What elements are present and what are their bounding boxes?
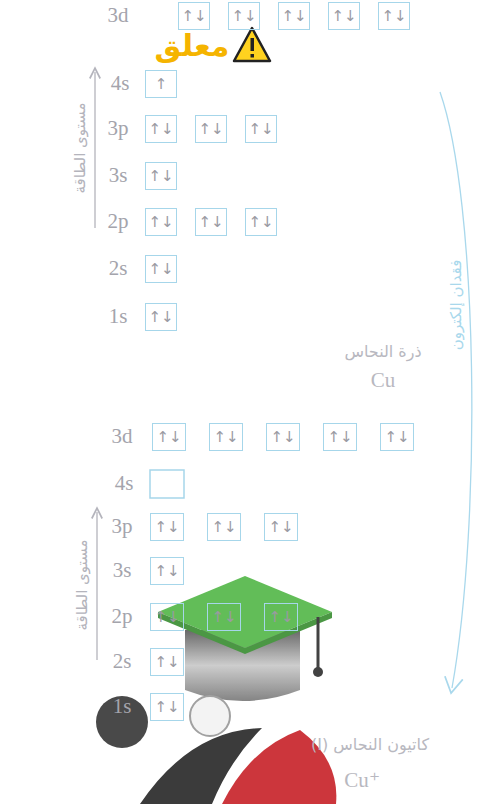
electron-arrows: ↑↓ xyxy=(148,215,173,230)
sublevel-label: 1s xyxy=(109,305,128,328)
axis-label: مستوى الطاقة xyxy=(72,102,89,193)
sublevel-label: 3s xyxy=(113,559,132,582)
orbital-box: ↑↓ xyxy=(328,2,360,30)
orbital-box: ↑↓ xyxy=(264,513,298,541)
warning-icon xyxy=(234,28,270,61)
sublevel-label: 1s xyxy=(113,695,132,718)
sublevel-label: 3s xyxy=(109,164,128,187)
orbital-box: ↑ xyxy=(145,70,177,98)
orbital-box: ↑↓ xyxy=(152,423,186,451)
orbital-box: ↑↓ xyxy=(145,303,177,331)
electron-arrows: ↑↓ xyxy=(181,9,206,24)
orbital-box: ↑↓ xyxy=(150,513,184,541)
electron-arrows: ↑ xyxy=(155,77,168,92)
orbital-box: ↑↓ xyxy=(245,208,277,236)
sublevel-label: 2p xyxy=(112,605,133,628)
sublevel-label: 4s xyxy=(115,472,134,495)
energy-arrow xyxy=(96,512,97,660)
species-name: كاتيون النحاس (I) xyxy=(311,736,429,754)
sublevel-label: 3d xyxy=(112,425,133,448)
electron-arrows: ↑↓ xyxy=(154,610,179,625)
watermark-logo xyxy=(96,576,336,804)
orbital-box: ↑↓ xyxy=(150,557,184,585)
electron-arrows: ↑↓ xyxy=(148,122,173,137)
orbital-box: ↑↓ xyxy=(323,423,357,451)
orbital-box: ↑↓ xyxy=(228,2,260,30)
electron-arrows: ↑↓ xyxy=(154,520,179,535)
electron-arrows: ↑↓ xyxy=(154,564,179,579)
electron-arrows: ↑↓ xyxy=(248,122,273,137)
orbital-box: ↑↓ xyxy=(178,2,210,30)
orbital-box: ↑↓ xyxy=(207,513,241,541)
sublevel-label: 2p xyxy=(108,210,129,233)
electron-arrows: ↑↓ xyxy=(381,9,406,24)
orbital-box: ↑↓ xyxy=(145,208,177,236)
electron-arrows: ↑↓ xyxy=(154,655,179,670)
orbital-box: ↑↓ xyxy=(195,115,227,143)
species-formula: Cu xyxy=(371,369,396,392)
orbital-box: ↑↓ xyxy=(264,603,298,631)
electron-arrows: ↑↓ xyxy=(327,430,352,445)
electron-arrows: ↑↓ xyxy=(198,122,223,137)
orbital-box: ↑↓ xyxy=(378,2,410,30)
sublevel-label: 3d xyxy=(108,4,129,27)
electron-arrows: ↑↓ xyxy=(156,430,181,445)
electron-arrows: ↑↓ xyxy=(213,430,238,445)
orbital-box: ↑↓ xyxy=(209,423,243,451)
electron-arrows: ↑↓ xyxy=(198,215,223,230)
energy-arrow xyxy=(94,72,95,228)
electron-arrows: ↑↓ xyxy=(331,9,356,24)
electron-arrows: ↑↓ xyxy=(248,215,273,230)
electron-arrows: ↑↓ xyxy=(231,9,256,24)
species-formula: Cu⁺ xyxy=(344,769,380,792)
electron-arrows: ↑↓ xyxy=(268,520,293,535)
status-badge: معلق xyxy=(155,29,230,62)
electron-arrows: ↑↓ xyxy=(148,310,173,325)
electron-arrows: ↑↓ xyxy=(270,430,295,445)
electron-arrows: ↑↓ xyxy=(268,610,293,625)
orbital-box: ↑↓ xyxy=(278,2,310,30)
orbital-box: ↑↓ xyxy=(245,115,277,143)
process-label: فقدان إلكترون xyxy=(448,260,465,351)
orbital-box: ↑↓ xyxy=(145,255,177,283)
species-name: ذرة النحاس xyxy=(344,343,421,361)
electron-arrows: ↑↓ xyxy=(211,610,236,625)
orbital-box: ↑↓ xyxy=(380,423,414,451)
electron-arrows: ↑↓ xyxy=(384,430,409,445)
electron-arrows: ↑↓ xyxy=(154,700,179,715)
sublevel-label: 3p xyxy=(108,117,129,140)
orbital-box: ↑↓ xyxy=(150,693,184,721)
orbital-box: ↑↓ xyxy=(145,115,177,143)
orbital-box: ↑↓ xyxy=(145,162,177,190)
electron-arrows: ↑↓ xyxy=(281,9,306,24)
sublevel-label: 3p xyxy=(112,515,133,538)
electron-arrows: ↑↓ xyxy=(148,262,173,277)
empty-orbital xyxy=(150,470,184,498)
orbital-box: ↑↓ xyxy=(150,603,184,631)
orbital-box: ↑↓ xyxy=(195,208,227,236)
electron-arrows: ↑↓ xyxy=(211,520,236,535)
sublevel-label: 2s xyxy=(113,650,132,673)
axis-label: مستوى الطاقة xyxy=(74,539,91,630)
loss-arrow xyxy=(440,92,472,688)
sublevel-label: 2s xyxy=(109,257,128,280)
orbital-box: ↑↓ xyxy=(207,603,241,631)
orbital-box: ↑↓ xyxy=(150,648,184,676)
orbital-box: ↑↓ xyxy=(266,423,300,451)
electron-arrows: ↑↓ xyxy=(148,169,173,184)
sublevel-label: 4s xyxy=(111,72,130,95)
